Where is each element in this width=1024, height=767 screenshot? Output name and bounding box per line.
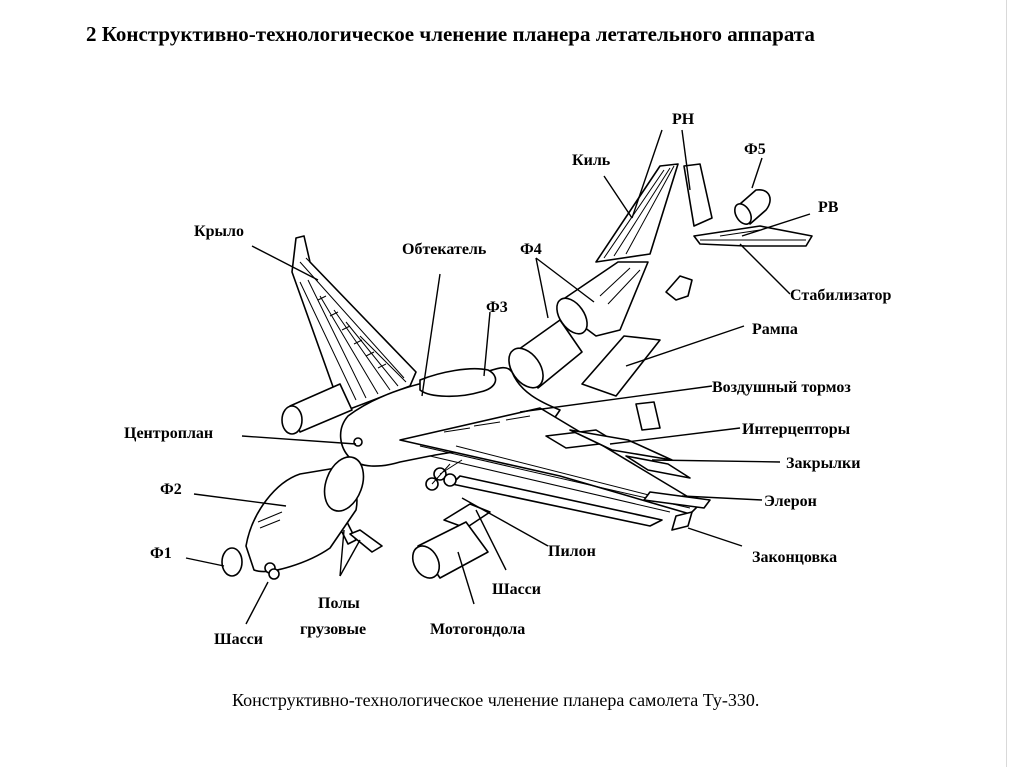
rudder bbox=[683, 163, 713, 227]
stabilizer bbox=[693, 225, 813, 247]
wing-tip bbox=[671, 511, 693, 531]
label-ramp: Рампа bbox=[752, 321, 798, 338]
left-wing bbox=[291, 235, 417, 413]
label-f1: Ф1 bbox=[150, 545, 172, 562]
fairing bbox=[419, 367, 497, 398]
label-spoilers: Интерцепторы bbox=[742, 421, 851, 438]
label-wing-tip: Законцовка bbox=[752, 549, 837, 566]
labels: РН Киль Ф5 РВ Крыло Обтекатель Ф4 Ф3 Ста… bbox=[124, 111, 891, 648]
nose-landing-gear bbox=[264, 562, 280, 580]
slide-title: 2 Конструктивно-технологическое членение… bbox=[86, 22, 815, 46]
label-f4: Ф4 bbox=[520, 241, 542, 258]
label-stabilizer: Стабилизатор bbox=[790, 287, 891, 304]
right-wing bbox=[399, 407, 701, 515]
ramp bbox=[581, 335, 661, 397]
left-engine bbox=[281, 383, 353, 435]
label-rudder: РН bbox=[672, 111, 695, 128]
label-fin: Киль bbox=[572, 152, 611, 169]
main-landing-gear bbox=[425, 459, 463, 491]
label-cargo-floor-line2: грузовые bbox=[300, 621, 366, 638]
slide-edge-line bbox=[1006, 0, 1007, 767]
leader-lines bbox=[185, 129, 811, 625]
front-fuselage-f2 bbox=[245, 456, 365, 573]
label-f2: Ф2 bbox=[160, 481, 182, 498]
label-flaps: Закрылки bbox=[786, 455, 860, 472]
label-wing: Крыло bbox=[194, 223, 244, 240]
label-nacelle: Мотогондола bbox=[430, 621, 525, 638]
label-pylon: Пилон bbox=[548, 543, 596, 560]
label-elevator: РВ bbox=[818, 199, 839, 216]
label-fairing: Обтекатель bbox=[402, 241, 487, 258]
fin bbox=[595, 163, 679, 263]
tail-cone-f5 bbox=[734, 189, 771, 225]
label-f3: Ф3 bbox=[486, 299, 508, 316]
fuselage-f4 bbox=[556, 261, 649, 337]
label-cargo-floor-line1: Полы bbox=[318, 595, 360, 612]
tail-bracket bbox=[665, 275, 693, 301]
nose-radome-f1 bbox=[221, 547, 243, 577]
label-aileron: Элерон bbox=[764, 493, 817, 510]
figure-caption: Конструктивно-технологическое членение п… bbox=[232, 690, 760, 710]
label-air-brake: Воздушный тормоз bbox=[712, 379, 851, 396]
fuselage-f3 bbox=[508, 319, 583, 389]
aileron bbox=[643, 491, 711, 509]
label-main-gear: Шасси bbox=[492, 581, 541, 598]
label-f5: Ф5 bbox=[744, 141, 766, 158]
engine-nacelle bbox=[411, 521, 489, 579]
label-nose-gear: Шасси bbox=[214, 631, 263, 648]
air-brake-panel bbox=[635, 401, 661, 431]
label-center-section: Центроплан bbox=[124, 425, 213, 442]
